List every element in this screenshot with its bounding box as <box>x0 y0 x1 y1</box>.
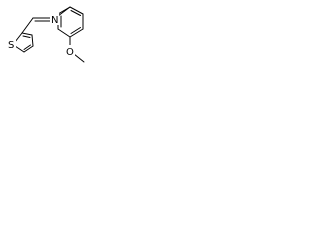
thiophene-ring <box>14 32 34 53</box>
bond-o-ch3 <box>73 53 85 63</box>
bond-b4-b5 <box>57 28 71 38</box>
bond-b3-b4 <box>69 28 84 38</box>
double-bond-b3-b4 <box>70 27 81 34</box>
bond-c5-s <box>14 45 25 53</box>
bond-b6-b1 <box>57 6 71 15</box>
oxygen-atom-label: O <box>66 47 74 58</box>
benzene-ring <box>57 6 84 38</box>
double-bond-c4-c5 <box>23 44 31 50</box>
double-bond-c2-c3 <box>22 35 31 38</box>
bond-b1-b2 <box>69 6 84 15</box>
bond-ring-ch <box>21 17 34 34</box>
methoxy-group <box>69 36 85 63</box>
double-bond-b1-b2 <box>70 10 81 16</box>
bond-c2-c3 <box>21 32 33 36</box>
bond-c3-c4 <box>31 34 34 47</box>
bond-c4-c5 <box>23 45 34 53</box>
nitrogen-atom-label: N <box>51 15 58 26</box>
bond-s-c2 <box>14 32 23 43</box>
sulfur-atom-label: S <box>8 40 14 51</box>
structure-drawing: S N O <box>7 6 85 63</box>
